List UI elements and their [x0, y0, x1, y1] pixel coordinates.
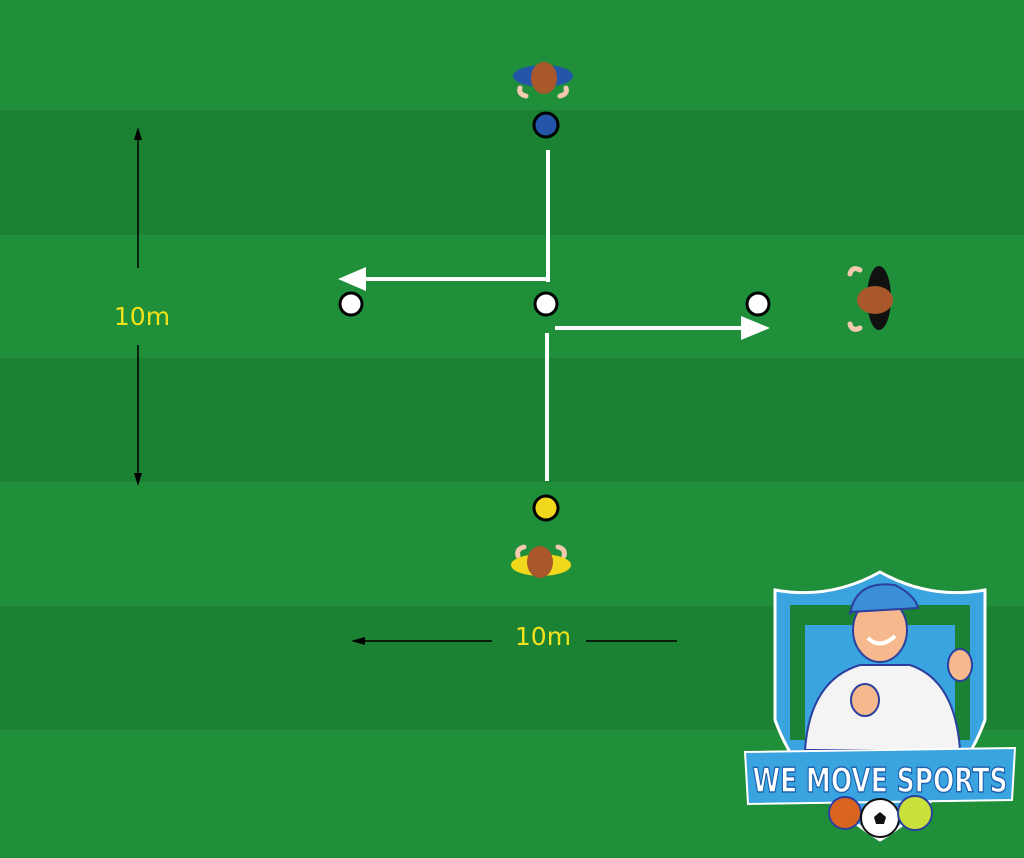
logo-text: WE MOVE SPORTS	[753, 761, 1008, 801]
arrowhead-left	[338, 267, 366, 291]
we-move-sports-logo: WE MOVE SPORTS	[743, 570, 1017, 842]
player-yellow	[511, 544, 571, 578]
cone-white-right	[745, 291, 771, 317]
vertical-distance-label: 10m	[114, 302, 170, 331]
player-blue	[513, 62, 573, 99]
player-black	[847, 266, 893, 332]
cone-white-center	[533, 291, 559, 317]
cones	[338, 111, 771, 522]
horizontal-measurement: 10m	[351, 622, 677, 651]
cone-white-left	[338, 291, 364, 317]
cone-blue	[532, 111, 560, 139]
vertical-measurement: 10m	[114, 127, 170, 486]
horizontal-distance-label: 10m	[515, 622, 571, 651]
running-paths	[360, 150, 745, 481]
arrowhead-right	[741, 316, 770, 340]
cone-yellow	[532, 494, 560, 522]
